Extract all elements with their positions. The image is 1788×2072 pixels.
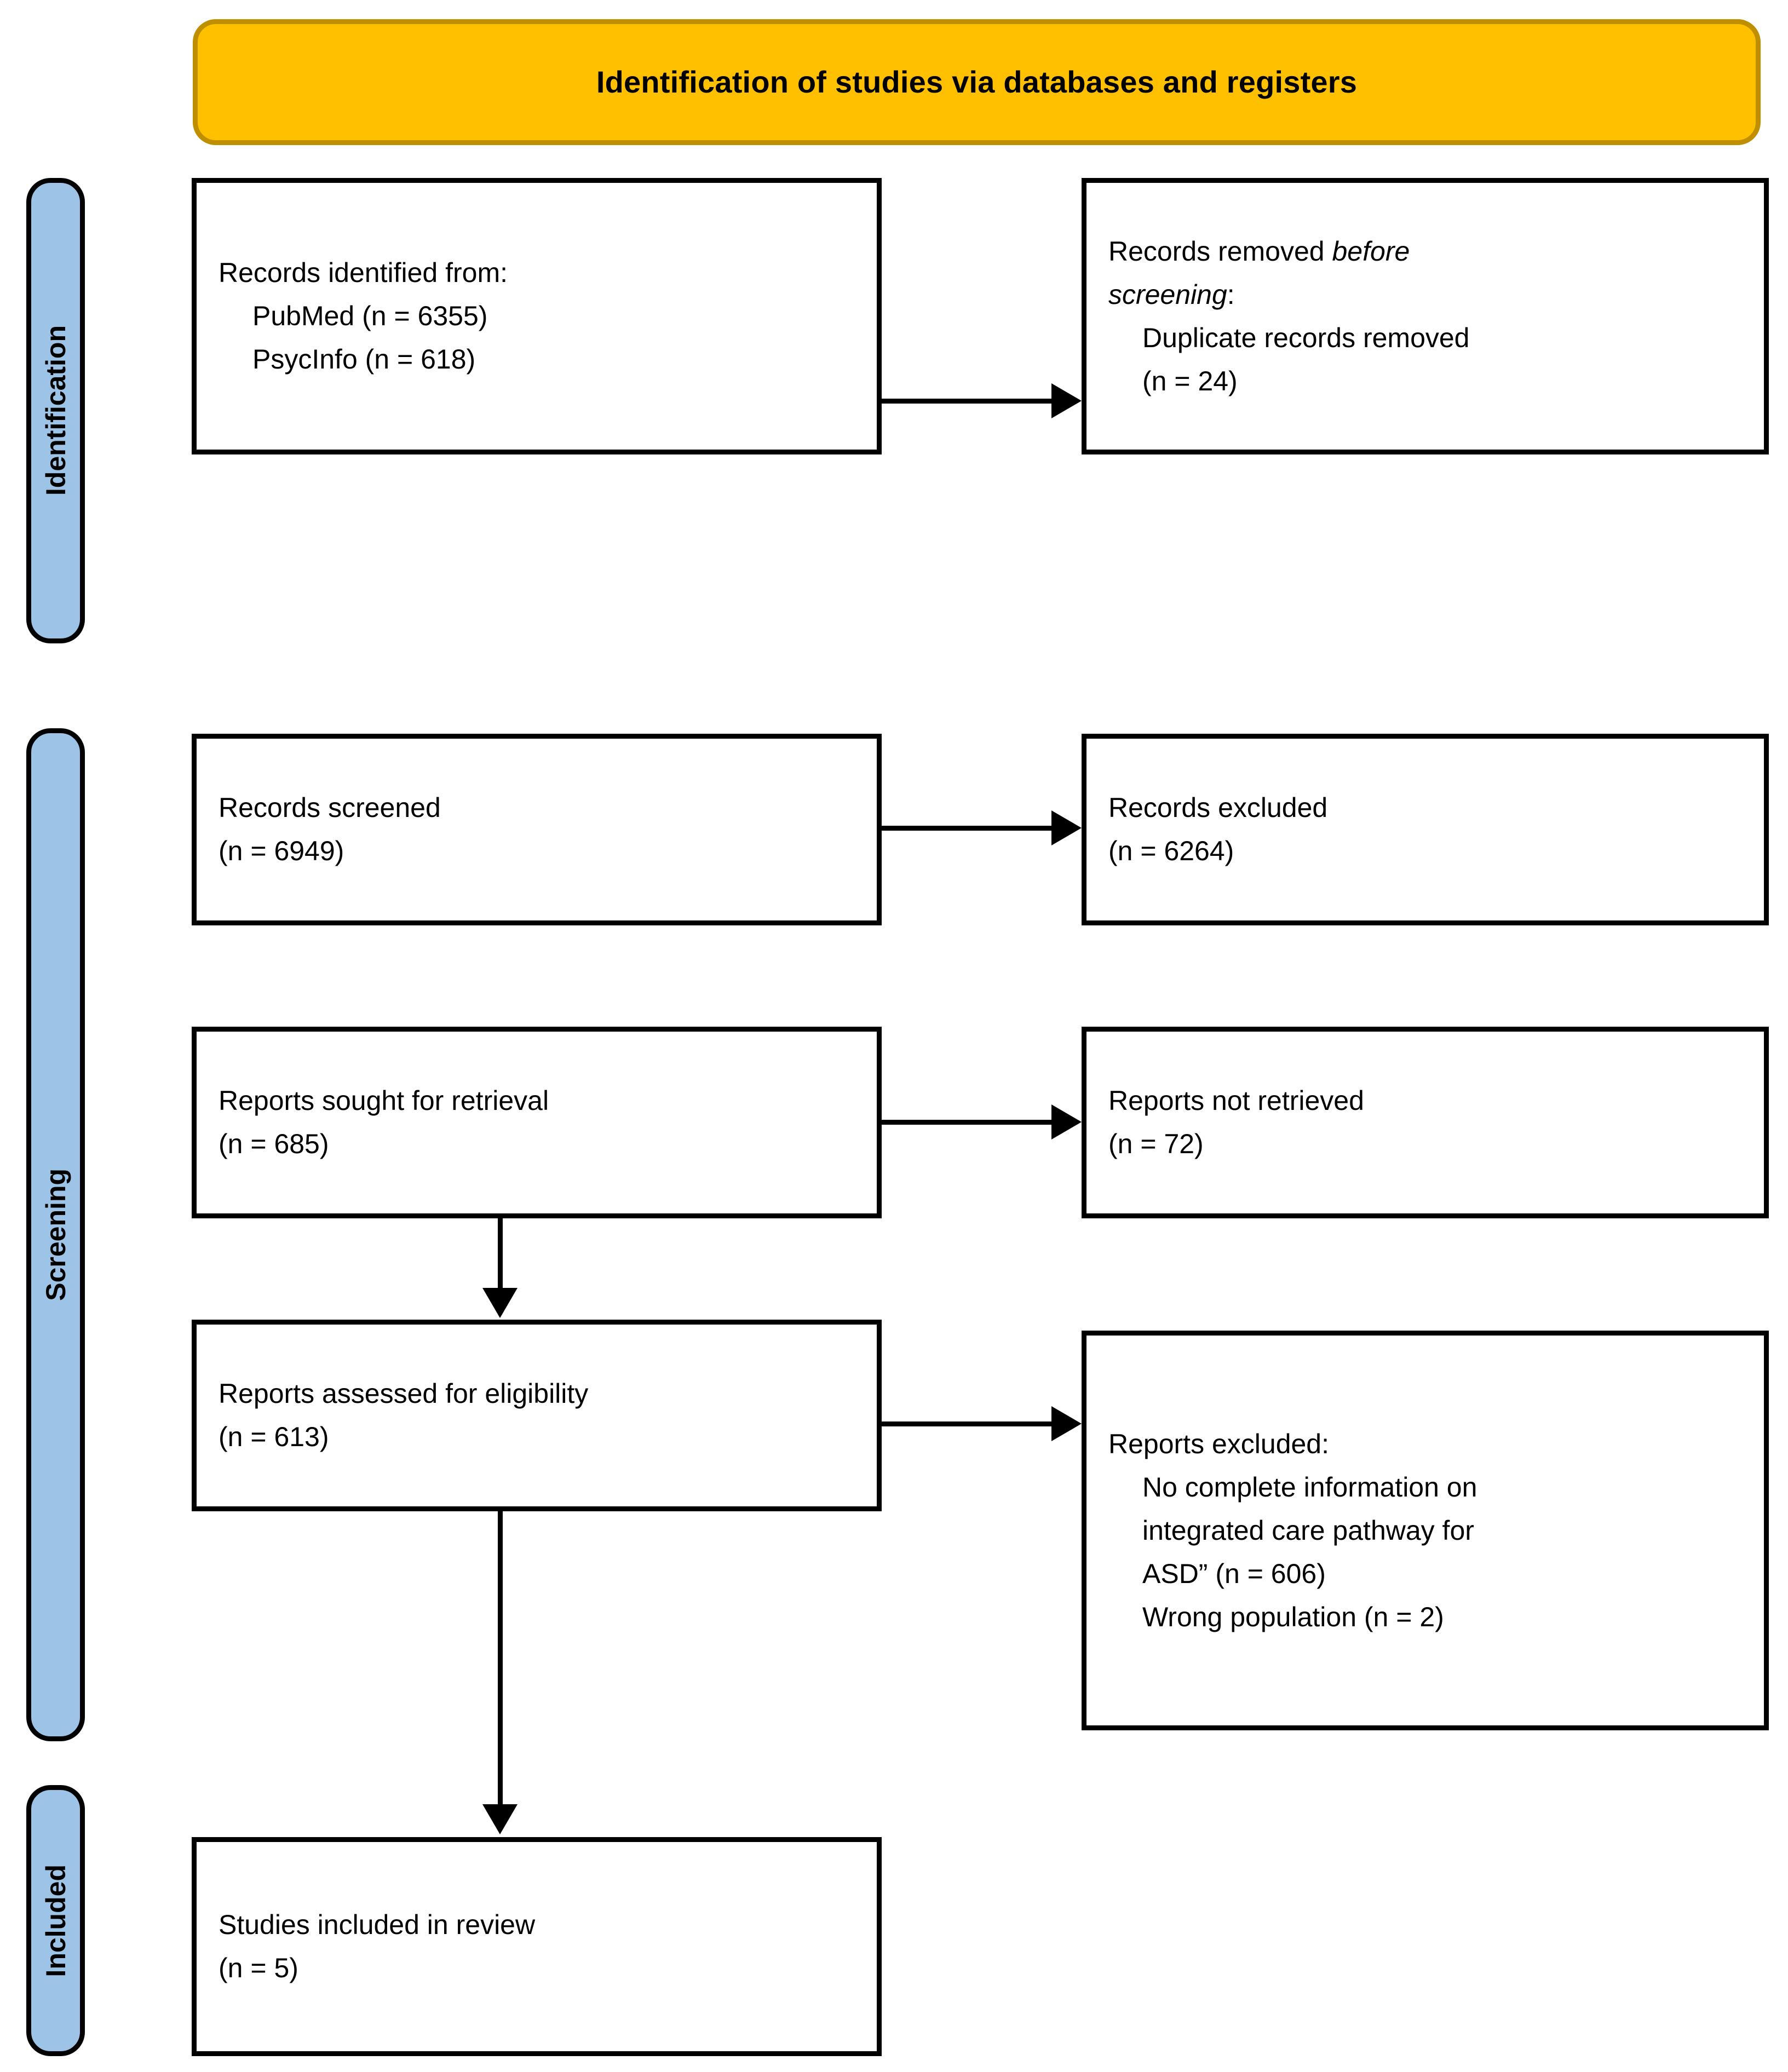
reports-excluded-reason-line3: ASD” (n = 606)	[1142, 1558, 1326, 1589]
records-removed-duplicates: Duplicate records removed	[1142, 322, 1470, 353]
stage-label-included-text: Included	[40, 1864, 71, 1977]
studies-included-heading: Studies included in review	[219, 1909, 536, 1940]
reports-not-retrieved-count: (n = 72)	[1108, 1129, 1204, 1159]
arrow-assessed-to-included-head	[482, 1804, 518, 1834]
records-removed-duplicates-count: (n = 24)	[1142, 365, 1238, 396]
arrow-sought-to-assessed-head	[482, 1288, 518, 1318]
arrow-identified-to-removed-line	[879, 399, 1054, 404]
reports-excluded-reason-line2: integrated care pathway for	[1142, 1515, 1474, 1546]
arrow-sought-to-not-retrieved-head	[1051, 1104, 1082, 1139]
records-removed-heading-suffix: :	[1227, 279, 1235, 310]
stage-label-identification: Identification	[26, 178, 85, 643]
reports-assessed-count: (n = 613)	[219, 1421, 329, 1452]
studies-included-count: (n = 5)	[219, 1953, 298, 1983]
reports-excluded-heading: Reports excluded:	[1108, 1428, 1330, 1459]
arrow-screened-to-excluded-line	[879, 826, 1054, 831]
box-reports-assessed-for-eligibility: Reports assessed for eligibility (n = 61…	[192, 1320, 882, 1511]
reports-sought-count: (n = 685)	[219, 1129, 329, 1159]
records-removed-heading-prefix: Records removed	[1108, 235, 1332, 267]
records-removed-heading-line1: Records removed before	[1108, 230, 1742, 273]
reports-excluded-reason-wrong-population: Wrong population (n = 2)	[1142, 1601, 1444, 1632]
reports-sought-heading: Reports sought for retrieval	[219, 1085, 549, 1116]
arrow-identified-to-removed-head	[1051, 383, 1082, 418]
records-screened-count: (n = 6949)	[219, 836, 344, 866]
records-screened-heading: Records screened	[219, 792, 441, 823]
records-removed-heading-line2: screening:	[1108, 273, 1742, 316]
box-reports-not-retrieved: Reports not retrieved (n = 72)	[1082, 1027, 1769, 1218]
diagram-title: Identification of studies via databases …	[596, 65, 1358, 100]
diagram-title-banner: Identification of studies via databases …	[193, 19, 1761, 145]
records-excluded-count: (n = 6264)	[1108, 836, 1234, 866]
box-records-removed-before-screening: Records removed before screening: Duplic…	[1082, 178, 1769, 454]
arrow-assessed-to-reports-excluded-head	[1051, 1406, 1082, 1441]
reports-excluded-reason-line1: No complete information on	[1142, 1471, 1477, 1503]
arrow-screened-to-excluded-head	[1051, 810, 1082, 845]
records-removed-heading-emphasis-before: before	[1332, 235, 1410, 267]
records-identified-source-pubmed: PubMed (n = 6355)	[252, 301, 488, 331]
box-reports-sought-for-retrieval: Reports sought for retrieval (n = 685)	[192, 1027, 882, 1218]
records-removed-heading-emphasis-screening: screening	[1108, 279, 1227, 310]
records-excluded-heading: Records excluded	[1108, 792, 1328, 823]
box-records-excluded: Records excluded (n = 6264)	[1082, 734, 1769, 925]
records-identified-source-psycinfo: PsycInfo (n = 618)	[252, 344, 476, 375]
box-studies-included-in-review: Studies included in review (n = 5)	[192, 1837, 882, 2056]
box-records-screened: Records screened (n = 6949)	[192, 734, 882, 925]
box-reports-excluded: Reports excluded: No complete informatio…	[1082, 1331, 1769, 1730]
reports-not-retrieved-heading: Reports not retrieved	[1108, 1085, 1364, 1116]
reports-assessed-heading: Reports assessed for eligibility	[219, 1378, 589, 1409]
arrow-assessed-to-included-line	[498, 1510, 503, 1805]
arrow-sought-to-assessed-line	[498, 1217, 503, 1290]
arrow-sought-to-not-retrieved-line	[879, 1120, 1054, 1125]
arrow-assessed-to-reports-excluded-line	[879, 1421, 1054, 1426]
stage-label-identification-text: Identification	[40, 325, 71, 496]
box-records-identified: Records identified from: PubMed (n = 635…	[192, 178, 882, 454]
stage-label-included: Included	[26, 1785, 85, 2056]
stage-label-screening: Screening	[26, 728, 85, 1741]
stage-label-screening-text: Screening	[40, 1169, 71, 1301]
records-identified-heading: Records identified from:	[219, 257, 508, 288]
